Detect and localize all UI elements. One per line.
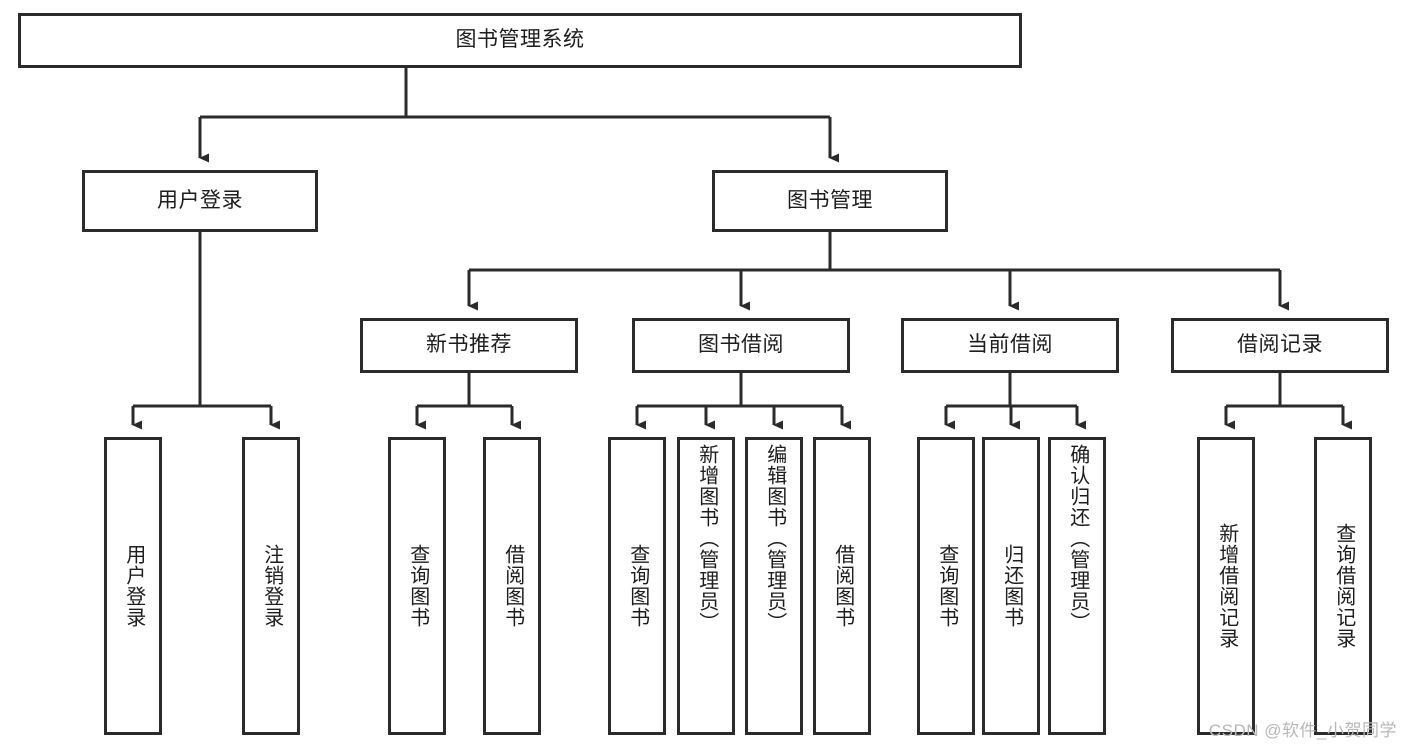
node-inner: 新书推荐 bbox=[363, 321, 575, 370]
node-leaf-borrow-book[interactable]: 借阅图书 bbox=[813, 437, 871, 735]
node-label-leaf-query-book-recommend: 查询图书 bbox=[406, 544, 429, 628]
node-label-leaf-borrow-book: 借阅图书 bbox=[831, 544, 854, 628]
node-inner: 查询图书 bbox=[920, 440, 972, 732]
node-label-user-login: 用户登录 bbox=[157, 188, 243, 212]
node-inner: 查询借阅记录 bbox=[1317, 440, 1369, 732]
node-inner: 注销登录 bbox=[245, 440, 297, 732]
node-label-current-borrow: 当前借阅 bbox=[967, 333, 1053, 357]
node-inner: 借阅图书 bbox=[486, 440, 538, 732]
node-label-leaf-query-borrow-record: 查询借阅记录 bbox=[1332, 523, 1355, 649]
node-inner: 确认归还（管理员） bbox=[1051, 440, 1103, 732]
node-label-leaf-borrow-book-recommend: 借阅图书 bbox=[501, 544, 524, 628]
node-label-leaf-add-book: 新增图书（管理员） bbox=[695, 444, 718, 633]
node-leaf-query-book-recommend[interactable]: 查询图书 bbox=[388, 437, 446, 735]
node-leaf-borrow-book-recommend[interactable]: 借阅图书 bbox=[483, 437, 541, 735]
node-label-leaf-confirm-return: 确认归还（管理员） bbox=[1066, 444, 1089, 633]
node-leaf-user-login[interactable]: 用户登录 bbox=[104, 437, 162, 735]
node-inner: 图书管理 bbox=[715, 173, 945, 229]
node-label-leaf-query-book-current: 查询图书 bbox=[935, 544, 958, 628]
node-label-book-borrow: 图书借阅 bbox=[698, 333, 784, 357]
watermark: CSDN @软件_小贺同学 bbox=[1208, 721, 1397, 740]
node-label-leaf-user-login: 用户登录 bbox=[122, 544, 145, 628]
node-label-leaf-logout-login: 注销登录 bbox=[260, 544, 283, 628]
node-leaf-add-borrow-record[interactable]: 新增借阅记录 bbox=[1197, 437, 1255, 735]
node-root[interactable]: 图书管理系统 bbox=[18, 13, 1022, 68]
node-label-leaf-query-book-borrow: 查询图书 bbox=[626, 544, 649, 628]
node-leaf-return-book[interactable]: 归还图书 bbox=[982, 437, 1040, 735]
node-inner: 图书管理系统 bbox=[21, 16, 1019, 65]
node-label-leaf-edit-book: 编辑图书（管理员） bbox=[763, 444, 786, 633]
node-label-borrow-record: 借阅记录 bbox=[1237, 333, 1323, 357]
node-inner: 借阅记录 bbox=[1174, 321, 1386, 370]
node-book-manage[interactable]: 图书管理 bbox=[712, 170, 948, 232]
node-leaf-logout-login[interactable]: 注销登录 bbox=[242, 437, 300, 735]
node-leaf-query-borrow-record[interactable]: 查询借阅记录 bbox=[1314, 437, 1372, 735]
node-leaf-query-book-current[interactable]: 查询图书 bbox=[917, 437, 975, 735]
node-inner: 编辑图书（管理员） bbox=[748, 440, 800, 732]
node-label-book-manage: 图书管理 bbox=[787, 188, 873, 212]
node-leaf-query-book-borrow[interactable]: 查询图书 bbox=[608, 437, 666, 735]
node-inner: 用户登录 bbox=[85, 173, 315, 229]
node-leaf-edit-book[interactable]: 编辑图书（管理员） bbox=[745, 437, 803, 735]
node-user-login[interactable]: 用户登录 bbox=[82, 170, 318, 232]
node-book-borrow[interactable]: 图书借阅 bbox=[632, 318, 850, 373]
node-label-leaf-add-borrow-record: 新增借阅记录 bbox=[1215, 523, 1238, 649]
node-borrow-record[interactable]: 借阅记录 bbox=[1171, 318, 1389, 373]
node-current-borrow[interactable]: 当前借阅 bbox=[901, 318, 1119, 373]
node-label-new-book-recommend: 新书推荐 bbox=[426, 333, 512, 357]
node-label-root: 图书管理系统 bbox=[455, 28, 585, 52]
node-inner: 当前借阅 bbox=[904, 321, 1116, 370]
node-new-book-recommend[interactable]: 新书推荐 bbox=[360, 318, 578, 373]
node-label-leaf-return-book: 归还图书 bbox=[1000, 544, 1023, 628]
node-inner: 新增图书（管理员） bbox=[680, 440, 732, 732]
node-inner: 图书借阅 bbox=[635, 321, 847, 370]
node-leaf-add-book[interactable]: 新增图书（管理员） bbox=[677, 437, 735, 735]
node-inner: 新增借阅记录 bbox=[1200, 440, 1252, 732]
node-inner: 查询图书 bbox=[611, 440, 663, 732]
node-inner: 查询图书 bbox=[391, 440, 443, 732]
node-inner: 用户登录 bbox=[107, 440, 159, 732]
node-inner: 借阅图书 bbox=[816, 440, 868, 732]
node-leaf-confirm-return[interactable]: 确认归还（管理员） bbox=[1048, 437, 1106, 735]
node-inner: 归还图书 bbox=[985, 440, 1037, 732]
